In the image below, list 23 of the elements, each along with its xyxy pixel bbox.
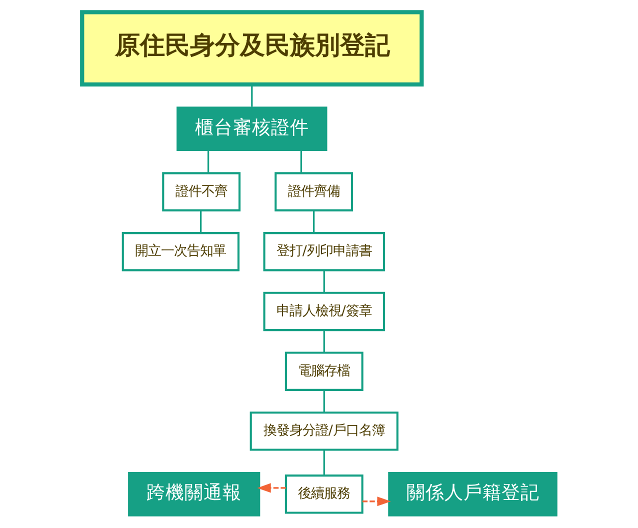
node-box: 申請人檢視/簽章 bbox=[262, 292, 385, 332]
arrow bbox=[362, 496, 390, 506]
connector bbox=[322, 390, 324, 412]
arrow bbox=[256, 483, 286, 493]
node-box: 關係人戶籍登記 bbox=[388, 472, 557, 516]
connector bbox=[200, 210, 202, 233]
connector bbox=[322, 450, 324, 476]
connector bbox=[322, 270, 324, 293]
node-box: 原住民身分及民族別登記 bbox=[80, 10, 424, 86]
node-box: 開立一次告知單 bbox=[121, 232, 240, 272]
connector bbox=[322, 330, 324, 353]
node-box: 換發身分證/戶口名簿 bbox=[249, 412, 398, 451]
node-box: 證件不齊 bbox=[162, 172, 240, 212]
node-box: 登打/列印申請書 bbox=[262, 232, 385, 272]
node-box: 電腦存檔 bbox=[284, 352, 363, 391]
connector bbox=[300, 150, 302, 173]
connector bbox=[250, 84, 252, 107]
node-box: 跨機關通報 bbox=[128, 472, 260, 516]
connector bbox=[206, 150, 209, 173]
node-box: 後續服務 bbox=[284, 474, 363, 514]
node-box: 櫃台審核證件 bbox=[176, 106, 327, 151]
connector bbox=[312, 210, 314, 233]
node-box: 證件齊備 bbox=[274, 172, 353, 212]
